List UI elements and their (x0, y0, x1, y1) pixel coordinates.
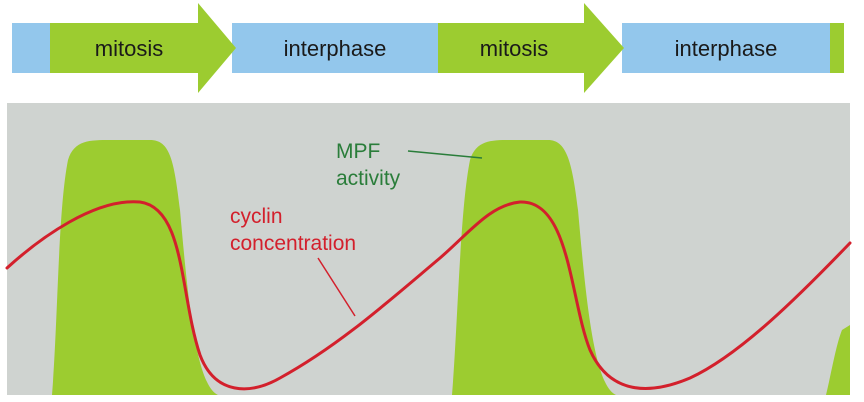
phase-segment-mitosis-end (830, 23, 844, 73)
cyclin-label-line2: concentration (230, 232, 356, 255)
mpf-label-line2: activity (336, 167, 401, 190)
mpf-label-leader (407, 150, 483, 159)
phase-segment-mitosis-2 (438, 23, 584, 73)
phase-timeline: mitosis interphase mitosis interphase (12, 3, 844, 93)
phase-label-mitosis-2: mitosis (480, 36, 548, 61)
phase-label-interphase-2: interphase (675, 36, 778, 61)
phase-label-mitosis-1: mitosis (95, 36, 163, 61)
phase-label-interphase-1: interphase (284, 36, 387, 61)
cyclin-label-leader (317, 257, 356, 317)
mpf-activity-peak-3 (826, 325, 850, 395)
activity-panel: MPF activity cyclin concentration (5, 103, 852, 395)
phase-segment-mitosis-1 (50, 23, 200, 73)
cyclin-concentration-curve (5, 200, 852, 391)
arrow-head-2 (584, 3, 624, 93)
cyclin-label-line1: cyclin (230, 205, 283, 228)
arrow-head-1 (198, 3, 236, 93)
phase-segment-interphase-start (12, 23, 50, 73)
mpf-activity-peak-1 (52, 140, 218, 395)
phase-segment-interphase-1 (232, 23, 438, 73)
mpf-activity-peak-2 (452, 140, 616, 395)
mpf-label-line1: MPF (336, 140, 380, 163)
phase-segment-interphase-2 (622, 23, 830, 73)
